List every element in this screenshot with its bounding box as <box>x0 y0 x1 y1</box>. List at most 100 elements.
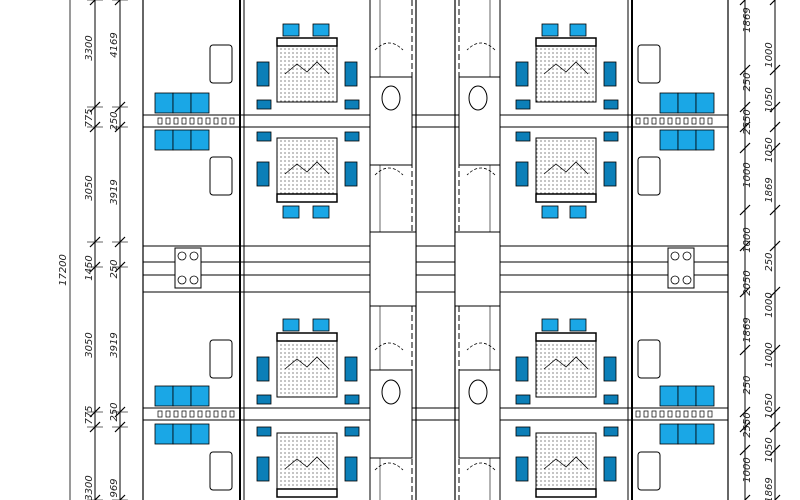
bed-sheet-line <box>543 161 589 175</box>
door-swing-icon <box>466 167 496 176</box>
dim-tick <box>114 0 121 6</box>
window-mullion <box>659 410 665 418</box>
window-mullion <box>181 117 187 125</box>
nightstand <box>256 161 270 187</box>
sofa-seat <box>677 423 697 445</box>
window-mullion <box>197 410 203 418</box>
dim-tick <box>739 344 751 356</box>
dim-tick <box>769 421 781 433</box>
sofa-seat <box>190 423 210 445</box>
bed-sheet-line <box>543 356 589 370</box>
window-mullion <box>651 117 657 125</box>
bed-headboard <box>535 193 597 203</box>
chair-icon <box>282 23 300 37</box>
dim-tick <box>89 0 96 6</box>
sofa-icon <box>154 129 210 151</box>
dim-total: 17200 <box>58 254 69 286</box>
window-mullion <box>173 410 179 418</box>
nightstand <box>256 61 270 87</box>
dim-outer-5: 3050 <box>84 332 95 357</box>
bed-mattress <box>535 332 597 398</box>
window-mullion <box>699 410 705 418</box>
nightstand <box>344 356 358 382</box>
armchair-icon <box>209 451 233 491</box>
dim-right-label: 1000 <box>742 227 753 252</box>
dim-tick <box>744 494 751 500</box>
dim-tick <box>739 142 751 154</box>
bed-headboard <box>535 488 597 498</box>
burner <box>682 251 692 261</box>
dim-tick <box>94 494 101 500</box>
armchair-icon <box>637 451 661 491</box>
dim-tick <box>774 494 781 500</box>
window-mullion <box>205 410 211 418</box>
bed-icon <box>256 37 360 110</box>
burner <box>189 275 199 285</box>
bed-headboard <box>276 488 338 498</box>
bed-headboard <box>276 332 338 342</box>
dim-right-label: 1050 <box>764 137 775 162</box>
bench <box>344 131 360 142</box>
sofa-icon <box>154 92 210 114</box>
door-swing-icon <box>466 42 496 51</box>
bench <box>515 394 531 405</box>
bed-headboard <box>276 37 338 47</box>
dim-tick <box>769 142 781 154</box>
stove-body <box>667 247 695 289</box>
bed-icon <box>515 131 619 203</box>
dim-right-label: 2550 <box>742 109 753 134</box>
dim-right-label: 1000 <box>742 162 753 187</box>
sofa-seat <box>172 129 192 151</box>
bed-mattress <box>276 432 338 498</box>
door-swing-icon <box>374 342 404 351</box>
stove-icon <box>667 247 695 289</box>
sofa-seat <box>154 92 174 114</box>
chair-icon <box>541 23 559 37</box>
dim-right-label: 1050 <box>764 437 775 462</box>
toilet-icon <box>468 85 488 111</box>
nightstand <box>256 356 270 382</box>
sofa-icon <box>154 385 210 407</box>
window-mullion <box>651 410 657 418</box>
armchair-icon <box>209 339 233 379</box>
nightstand <box>256 456 270 482</box>
dim-inner-3: 3919 <box>109 179 120 204</box>
window-mullion <box>699 117 705 125</box>
dim-tick <box>769 240 781 252</box>
chair-icon <box>541 318 559 332</box>
sofa-icon <box>154 423 210 445</box>
window-mullion <box>659 117 665 125</box>
chair-icon <box>569 318 587 332</box>
dim-tick <box>739 0 746 6</box>
sofa-seat <box>695 92 715 114</box>
sofa-icon <box>659 423 715 445</box>
toilet-bowl <box>468 379 488 405</box>
dim-right-label: 2050 <box>742 270 753 295</box>
sofa-icon <box>659 92 715 114</box>
bench <box>344 99 360 110</box>
toilet-icon <box>468 379 488 405</box>
nightstand <box>344 456 358 482</box>
window-mullion <box>691 117 697 125</box>
bed-sheet-line <box>543 456 589 470</box>
chair-icon <box>569 23 587 37</box>
bed-icon <box>256 332 360 405</box>
nightstand <box>603 456 617 482</box>
dim-right-label: 250 <box>742 72 753 91</box>
burner <box>670 251 680 261</box>
window-mullion <box>213 410 219 418</box>
dim-tick <box>739 64 751 76</box>
window-mullion <box>643 410 649 418</box>
bathrooms <box>369 76 501 459</box>
dim-tick <box>119 494 126 500</box>
window-mullion <box>635 117 641 125</box>
nightstand <box>603 356 617 382</box>
dim-tick <box>769 286 781 298</box>
bench <box>515 131 531 142</box>
chair-icon <box>312 23 330 37</box>
window-mullion <box>189 117 195 125</box>
bench <box>603 131 619 142</box>
nightstand <box>515 61 529 87</box>
window-mullion <box>229 410 235 418</box>
window-mullion <box>221 410 227 418</box>
